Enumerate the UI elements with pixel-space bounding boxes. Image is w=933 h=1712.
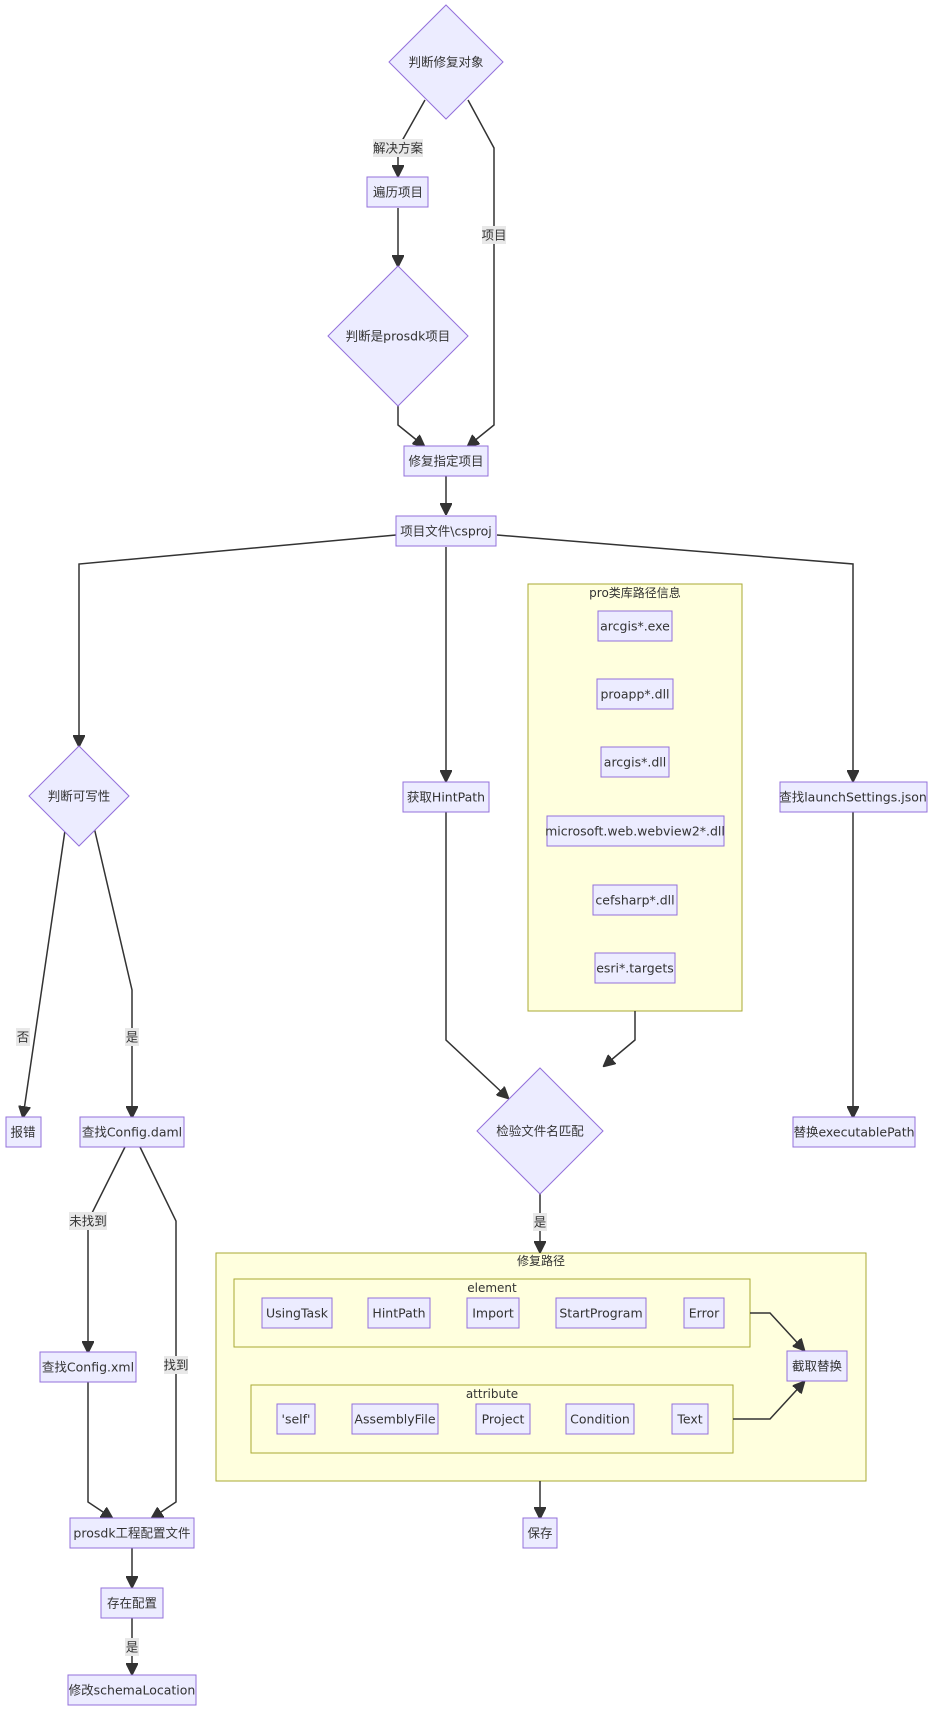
node-at-text[interactable]: Text (671, 1403, 709, 1435)
node-find-config-daml-label: 查找Config.daml (82, 1125, 182, 1140)
node-csproj-label: 项目文件\csproj (400, 524, 492, 539)
node-at-condition-label: Condition (570, 1412, 630, 1427)
node-at-self-label: 'self' (282, 1412, 311, 1427)
node-el-error-label: Error (689, 1306, 720, 1321)
edge-csproj-launch (496, 534, 853, 781)
edge-label-no: 否 (17, 1030, 30, 1045)
node-traverse-projects[interactable]: 遍历项目 (366, 176, 429, 208)
edge-target-project (468, 99, 495, 446)
edge-daml-prosdk (139, 1146, 177, 1518)
edge-label-yes-match: 是 (534, 1215, 547, 1230)
node-prosdk-config[interactable]: prosdk工程配置文件 (69, 1517, 195, 1549)
node-get-hintpath[interactable]: 获取HintPath (402, 781, 490, 813)
node-find-launch[interactable]: 查找launchSettings.json (779, 781, 928, 813)
node-prosdk-config-label: prosdk工程配置文件 (73, 1526, 190, 1541)
node-el-startprogram-label: StartProgram (559, 1306, 642, 1321)
node-check-filename-label: 检验文件名匹配 (496, 1124, 584, 1139)
node-judge-prosdk-label: 判断是prosdk项目 (346, 329, 451, 344)
node-save-label: 保存 (527, 1526, 552, 1541)
edge-csproj-writable (79, 534, 397, 746)
edges (23, 99, 853, 1674)
cluster-fix-paths-label: 修复路径 (517, 1253, 565, 1268)
edge-attribute-cut (733, 1382, 804, 1420)
node-el-hintpath[interactable]: HintPath (367, 1297, 431, 1329)
node-el-usingtask-label: UsingTask (266, 1306, 329, 1321)
cluster-pro-libs-label: pro类库路径信息 (589, 585, 681, 600)
edge-labels: 解决方案 项目 否 是 未找到 找到 是 是 (16, 139, 547, 1656)
node-lib-esri-targets-label: esri*.targets (596, 961, 674, 976)
node-fix-project-label: 修复指定项目 (408, 454, 483, 469)
node-report-error[interactable]: 报错 (5, 1116, 42, 1148)
node-csproj[interactable]: 项目文件\csproj (395, 515, 497, 547)
node-lib-cefsharp[interactable]: cefsharp*.dll (592, 884, 678, 916)
edge-label-found: 找到 (163, 1358, 188, 1373)
node-at-condition[interactable]: Condition (565, 1403, 635, 1435)
node-save[interactable]: 保存 (522, 1517, 558, 1549)
node-lib-esri-targets[interactable]: esri*.targets (594, 952, 676, 984)
node-has-config[interactable]: 存在配置 (100, 1587, 164, 1619)
node-at-assemblyfile-label: AssemblyFile (354, 1412, 435, 1427)
edge-writable-error (23, 809, 69, 1117)
cluster-attribute-label: attribute (466, 1387, 518, 1401)
cluster-pro-libs: pro类库路径信息 (527, 583, 743, 1012)
node-cut-replace[interactable]: 截取替换 (786, 1350, 848, 1382)
node-check-filename[interactable]: 检验文件名匹配 (476, 1067, 604, 1195)
node-at-self[interactable]: 'self' (276, 1403, 316, 1435)
node-lib-proapp-dll-label: proapp*.dll (600, 687, 669, 702)
node-find-config-daml[interactable]: 查找Config.daml (79, 1116, 185, 1148)
node-lib-arcgis-dll-label: arcgis*.dll (604, 755, 666, 770)
node-find-config-xml[interactable]: 查找Config.xml (39, 1351, 137, 1383)
node-judge-writable[interactable]: 判断可写性 (28, 745, 130, 847)
node-lib-webview2-label: microsoft.web.webview2*.dll (545, 824, 725, 839)
node-cut-replace-label: 截取替换 (792, 1359, 843, 1374)
node-find-launch-label: 查找launchSettings.json (779, 790, 927, 805)
node-el-usingtask[interactable]: UsingTask (261, 1297, 333, 1329)
node-el-import[interactable]: Import (466, 1297, 520, 1329)
node-judge-prosdk[interactable]: 判断是prosdk项目 (327, 265, 469, 407)
node-judge-target[interactable]: 判断修复对象 (388, 4, 504, 120)
node-el-startprogram[interactable]: StartProgram (555, 1297, 647, 1329)
node-lib-arcgis-exe-label: arcgis*.exe (600, 619, 670, 634)
node-lib-arcgis-exe[interactable]: arcgis*.exe (597, 610, 673, 642)
edge-element-cut (750, 1312, 804, 1350)
node-lib-proapp-dll[interactable]: proapp*.dll (596, 678, 674, 710)
node-has-config-label: 存在配置 (107, 1596, 157, 1611)
node-judge-writable-label: 判断可写性 (48, 789, 111, 804)
node-at-project[interactable]: Project (475, 1403, 531, 1435)
node-at-text-label: Text (676, 1412, 702, 1427)
node-replace-exe-label: 替换executablePath (793, 1125, 914, 1140)
node-fix-project[interactable]: 修复指定项目 (403, 445, 489, 477)
edge-label-yes-writable: 是 (126, 1030, 139, 1045)
node-at-assemblyfile[interactable]: AssemblyFile (351, 1403, 439, 1435)
edge-prosdk-fix (397, 406, 424, 446)
node-lib-webview2[interactable]: microsoft.web.webview2*.dll (545, 815, 725, 847)
node-replace-exe[interactable]: 替换executablePath (792, 1116, 916, 1148)
edge-libs-check (604, 1011, 636, 1066)
edge-target-solution (398, 99, 426, 176)
edge-label-solution: 解决方案 (373, 141, 424, 156)
edge-label-yes-config: 是 (126, 1640, 139, 1655)
node-traverse-projects-label: 遍历项目 (373, 185, 423, 200)
node-modify-schema[interactable]: 修改schemaLocation (67, 1674, 197, 1706)
edge-label-not-found: 未找到 (69, 1214, 107, 1229)
node-modify-schema-label: 修改schemaLocation (69, 1683, 196, 1698)
edge-writable-daml (89, 809, 132, 1117)
node-report-error-label: 报错 (10, 1125, 35, 1140)
node-el-error[interactable]: Error (683, 1297, 725, 1329)
node-lib-arcgis-dll[interactable]: arcgis*.dll (600, 746, 670, 778)
edge-hintpath-check (445, 812, 508, 1098)
node-lib-cefsharp-label: cefsharp*.dll (595, 893, 674, 908)
node-judge-target-label: 判断修复对象 (408, 55, 483, 70)
node-find-config-xml-label: 查找Config.xml (42, 1360, 134, 1375)
edge-daml-xml (88, 1146, 126, 1352)
node-get-hintpath-label: 获取HintPath (407, 790, 485, 805)
node-at-project-label: Project (482, 1412, 525, 1427)
edge-xml-prosdk (87, 1382, 112, 1518)
node-el-hintpath-label: HintPath (372, 1306, 425, 1321)
node-el-import-label: Import (472, 1306, 514, 1321)
cluster-element-label: element (467, 1281, 517, 1295)
edge-label-project: 项目 (481, 228, 506, 243)
